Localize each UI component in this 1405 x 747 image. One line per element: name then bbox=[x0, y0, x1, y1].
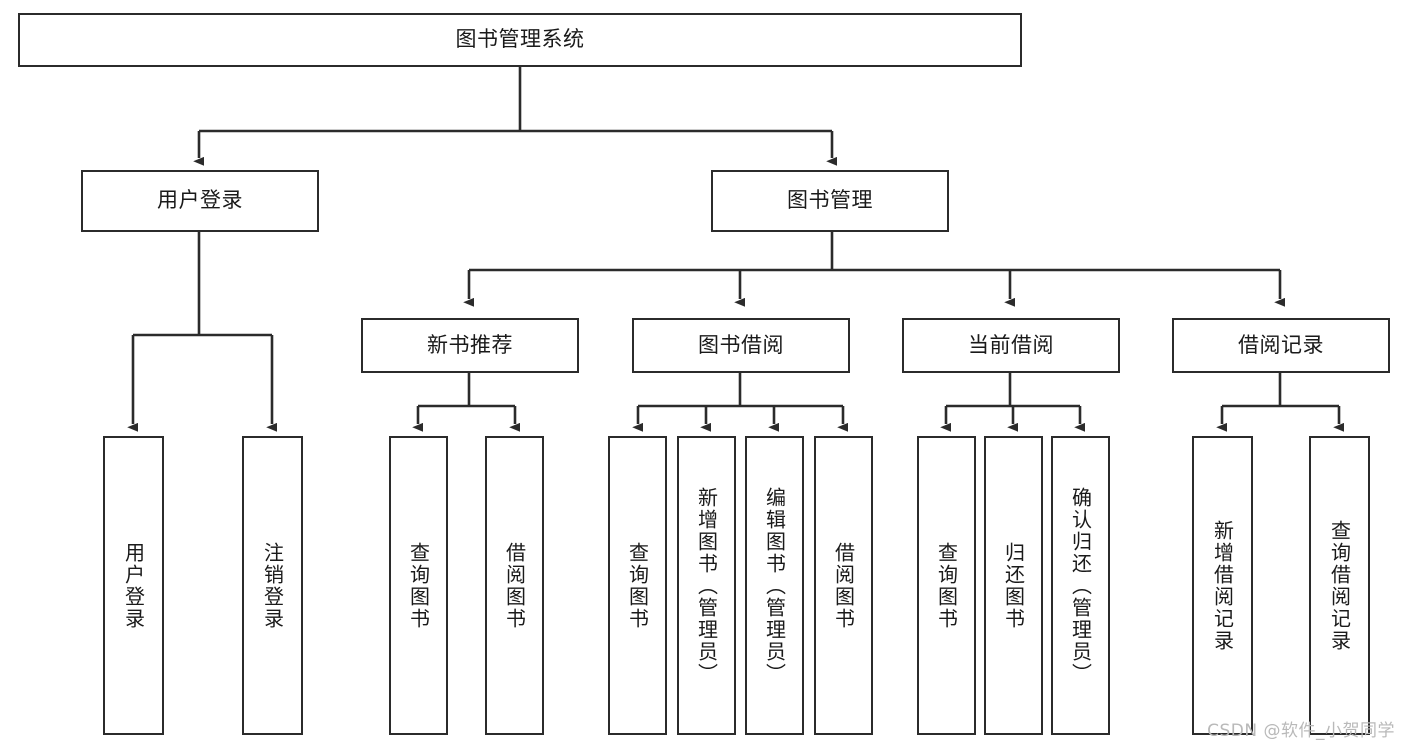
node-user-login[interactable]: 用户登录 bbox=[81, 170, 319, 232]
node-leaf-query-record[interactable]: 查询借阅记录 bbox=[1309, 436, 1370, 735]
node-borrow-record[interactable]: 借阅记录 bbox=[1172, 318, 1390, 373]
node-leaf-user-login-label: 用户登录 bbox=[121, 541, 146, 630]
node-leaf-query-book-1[interactable]: 查询图书 bbox=[389, 436, 448, 735]
node-user-login-label: 用户登录 bbox=[157, 188, 243, 213]
node-leaf-borrow-book-1-label: 借阅图书 bbox=[502, 541, 527, 630]
node-book-borrow-label: 图书借阅 bbox=[698, 332, 784, 357]
node-leaf-borrow-book-1[interactable]: 借阅图书 bbox=[485, 436, 544, 735]
node-leaf-return-book-label: 归还图书 bbox=[1001, 541, 1026, 630]
node-leaf-query-book-3-label: 查询图书 bbox=[934, 541, 959, 630]
node-leaf-user-login[interactable]: 用户登录 bbox=[103, 436, 164, 735]
node-current-borrow[interactable]: 当前借阅 bbox=[902, 318, 1120, 373]
node-root[interactable]: 图书管理系统 bbox=[18, 13, 1022, 67]
node-leaf-query-book-3[interactable]: 查询图书 bbox=[917, 436, 976, 735]
watermark-text: CSDN @软件_小贺同学 bbox=[1207, 721, 1395, 741]
node-leaf-confirm-return-label: 确认归还（管理员） bbox=[1068, 486, 1093, 685]
node-leaf-edit-book[interactable]: 编辑图书（管理员） bbox=[745, 436, 804, 735]
node-leaf-edit-book-label: 编辑图书（管理员） bbox=[762, 486, 787, 685]
node-leaf-borrow-book-2-label: 借阅图书 bbox=[831, 541, 856, 630]
node-leaf-confirm-return[interactable]: 确认归还（管理员） bbox=[1051, 436, 1110, 735]
node-leaf-add-book[interactable]: 新增图书（管理员） bbox=[677, 436, 736, 735]
node-borrow-record-label: 借阅记录 bbox=[1238, 332, 1324, 357]
node-book-manage-label: 图书管理 bbox=[787, 188, 873, 213]
node-leaf-return-book[interactable]: 归还图书 bbox=[984, 436, 1043, 735]
node-leaf-logout[interactable]: 注销登录 bbox=[242, 436, 303, 735]
node-book-borrow[interactable]: 图书借阅 bbox=[632, 318, 850, 373]
node-leaf-query-record-label: 查询借阅记录 bbox=[1327, 519, 1352, 652]
node-leaf-query-book-2[interactable]: 查询图书 bbox=[608, 436, 667, 735]
node-book-manage[interactable]: 图书管理 bbox=[711, 170, 949, 232]
node-leaf-add-book-label: 新增图书（管理员） bbox=[694, 486, 719, 685]
node-root-label: 图书管理系统 bbox=[455, 27, 585, 52]
node-leaf-add-record[interactable]: 新增借阅记录 bbox=[1192, 436, 1253, 735]
node-leaf-add-record-label: 新增借阅记录 bbox=[1210, 519, 1235, 652]
node-new-book-recommend-label: 新书推荐 bbox=[427, 332, 513, 357]
node-leaf-borrow-book-2[interactable]: 借阅图书 bbox=[814, 436, 873, 735]
node-new-book-recommend[interactable]: 新书推荐 bbox=[361, 318, 579, 373]
node-leaf-logout-label: 注销登录 bbox=[260, 541, 285, 630]
node-current-borrow-label: 当前借阅 bbox=[968, 332, 1054, 357]
node-leaf-query-book-2-label: 查询图书 bbox=[625, 541, 650, 630]
node-leaf-query-book-1-label: 查询图书 bbox=[406, 541, 431, 630]
